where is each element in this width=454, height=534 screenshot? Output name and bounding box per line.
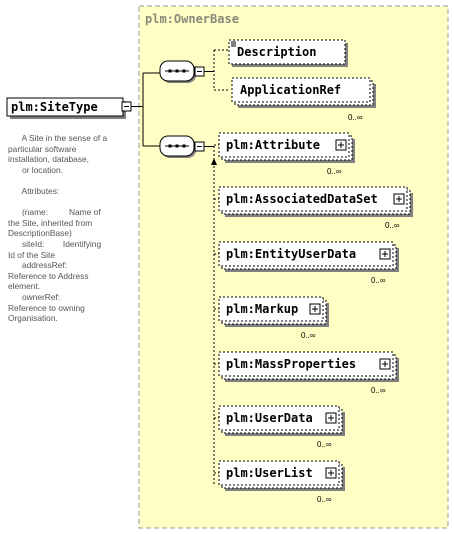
element-label: plm:Markup [226,302,298,316]
seq2-arrowhead [211,158,217,165]
element-markup[interactable]: plm:Markup 0..∞ [214,296,329,340]
expand-icon[interactable] [335,139,347,151]
element-description[interactable]: Description [228,39,348,67]
element-box [218,460,340,486]
expand-icon[interactable] [379,358,391,370]
documentation-line: element. [8,281,41,292]
element-label: plm:EntityUserData [226,247,356,261]
cardinality-label: 0..∞ [371,276,386,285]
root-collapse-icon[interactable] [121,101,132,112]
documentation-line: installation, database, [8,154,90,165]
element-entity-user-data[interactable]: plm:EntityUserData 0..∞ [214,241,399,285]
element-box [218,186,408,212]
element-user-list[interactable]: plm:UserList 0..∞ [214,460,345,504]
element-label: plm:Attribute [226,138,320,152]
sequence-collapse-icon-own[interactable] [194,141,205,152]
group-title: plm:OwnerBase [145,12,239,26]
cardinality-label: 0..∞ [317,495,332,504]
element-label: plm:UserData [226,411,313,425]
documentation-icon [231,41,236,47]
element-label: plm:UserList [226,466,313,480]
cardinality-label: 0..∞ [301,331,316,340]
element-box [218,241,394,267]
documentation-line: the Site, inherited from [8,217,93,228]
sequence-collapse-icon-inherited[interactable] [194,66,205,77]
element-application-ref-label: ApplicationRef [240,83,341,97]
documentation-line [8,197,130,208]
cardinality-label: 0..∞ [327,167,342,176]
element-associated-data-set[interactable]: plm:AssociatedDataSet 0..∞ [214,186,413,230]
element-box [218,132,350,158]
documentation-line: A Site in the sense of a [8,133,108,143]
element-label: plm:MassProperties [226,357,356,371]
expand-icon[interactable] [393,193,405,205]
element-attribute[interactable]: plm:Attribute 0..∞ [214,132,355,176]
documentation-line: or location. [8,164,63,175]
root-label: plm:SiteType [11,100,98,114]
documentation-line: (name: Name of [8,207,101,218]
expand-icon[interactable] [325,467,337,479]
root-element[interactable]: plm:SiteType [6,97,126,119]
documentation-line: particular software [8,143,77,154]
cardinality-label: 0..∞ [317,440,332,449]
expand-icon[interactable] [309,303,321,315]
element-description-label: Description [237,45,316,59]
element-box [218,351,394,377]
documentation-line: addressRef: [8,260,68,271]
element-label: plm:AssociatedDataSet [226,192,378,206]
element-application-ref[interactable]: ApplicationRef [231,77,376,108]
element-box [218,405,340,431]
documentation-line: Reference to Address [8,270,89,281]
expand-icon[interactable] [325,412,337,424]
documentation-line: Attributes: [8,185,60,196]
documentation-line: DescriptionBase) [8,228,72,239]
documentation-line: Id of the Site [8,249,56,260]
cardinality-label: 0..∞ [385,221,400,230]
documentation-line: siteId: Identifying [8,238,102,249]
documentation-line [8,175,130,186]
element-mass-properties[interactable]: plm:MassProperties 0..∞ [214,351,399,395]
expand-icon[interactable] [379,248,391,260]
cardinality-label: 0..∞ [371,386,386,395]
own-elements-group: plm:Attribute 0..∞ plm:AssociatedDataSet 0.… [214,132,413,504]
sequence-compositor-own[interactable] [159,135,196,158]
documentation-line: ownerRef: [8,291,61,302]
element-box [218,296,324,322]
documentation-line: Reference to owning [8,302,85,313]
documentation-line: Organisation. [8,313,58,324]
element-user-data[interactable]: plm:UserData 0..∞ [214,405,345,449]
cardinality-application-ref: 0..∞ [348,113,363,122]
sequence-compositor-inherited[interactable] [159,60,196,83]
